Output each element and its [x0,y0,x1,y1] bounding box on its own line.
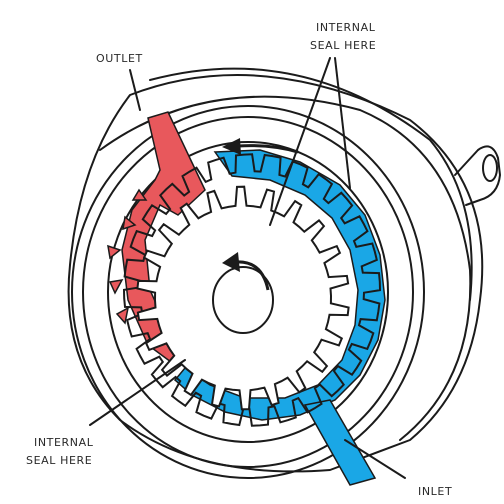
inlet-label: INLET [418,485,452,498]
seal-bottom-leader [90,360,185,425]
outlet-label: OUTLET [96,52,143,65]
internal-seal-top-label-line2: SEAL HERE [310,39,376,52]
outlet-leader [130,70,140,110]
internal-seal-bottom-label-line1: INTERNAL [34,436,94,449]
inlet-passage [305,400,375,485]
seal-top-leader-2 [335,58,350,188]
internal-seal-top-label-line1: INTERNAL [316,21,376,34]
internal-seal-bottom-label-line2: SEAL HERE [26,454,92,467]
shaft-end [483,155,497,181]
